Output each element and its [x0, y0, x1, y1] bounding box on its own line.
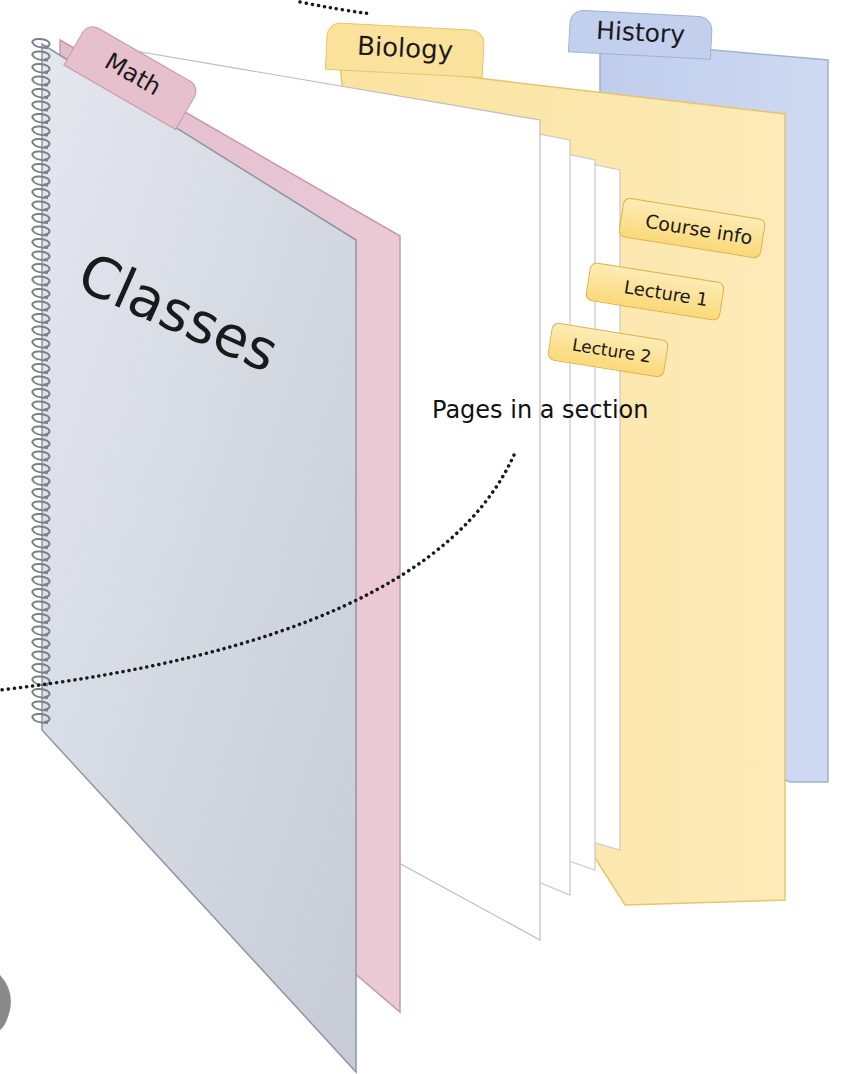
spiral-coil [32, 601, 49, 610]
spiral-coil [32, 351, 49, 360]
spiral-coil [32, 714, 49, 723]
spiral-coil [32, 114, 49, 123]
spiral-coil [32, 664, 49, 673]
spiral-coil [32, 389, 49, 398]
spiral-coil [32, 426, 49, 435]
spiral-coil [32, 676, 49, 685]
spiral-coil [32, 439, 49, 448]
spiral-coil [32, 276, 49, 285]
spiral-coil [32, 101, 49, 110]
spiral-coil [32, 151, 49, 160]
spiral-coil [32, 614, 49, 623]
callout-label: Pages in a section [432, 396, 649, 424]
spiral-coil [32, 89, 49, 98]
leader-dotted [300, 2, 372, 14]
cover [42, 44, 356, 1072]
spiral-coil [32, 626, 49, 635]
spiral-coil [32, 76, 49, 85]
spiral-coil [32, 551, 49, 560]
device-fragment [0, 975, 11, 1030]
spiral-coil [32, 301, 49, 310]
leader-dotted [0, 455, 514, 690]
spiral-coil [32, 564, 49, 573]
spiral-coil [32, 326, 49, 335]
spiral-coil [32, 139, 49, 148]
spiral-coil [32, 526, 49, 535]
spiral-coil [32, 164, 49, 173]
spiral-coil [32, 239, 49, 248]
tab-text: Biology [356, 31, 453, 66]
spiral-coil [32, 364, 49, 373]
spiral-coil [32, 214, 49, 223]
spiral-coil [32, 64, 49, 73]
spiral-coil [32, 651, 49, 660]
spiral-coil [32, 289, 49, 298]
spiral-coil [32, 514, 49, 523]
spiral-coil [32, 201, 49, 210]
tab-text: Lecture 1 [623, 276, 710, 310]
spiral-coil [32, 376, 49, 385]
spiral-coil [32, 489, 49, 498]
spiral-coil [32, 51, 49, 60]
spiral-coil [32, 264, 49, 273]
spiral-coil [32, 39, 49, 48]
spiral-coil [32, 126, 49, 135]
spiral-coil [32, 314, 49, 323]
spiral-coil [32, 689, 49, 698]
spiral-coil [32, 414, 49, 423]
spiral-coil [32, 576, 49, 585]
spiral-coil [32, 701, 49, 710]
spiral-coil [32, 539, 49, 548]
spiral-coil [32, 501, 49, 510]
spiral-coil [32, 251, 49, 260]
spiral-coil [32, 339, 49, 348]
spiral-coil [32, 189, 49, 198]
spiral-coil [32, 226, 49, 235]
tab-text: Lecture 2 [571, 335, 653, 367]
spiral-coil [32, 639, 49, 648]
tab-text: History [595, 15, 685, 49]
spiral-coil [32, 589, 49, 598]
section-tab: Biology [325, 22, 485, 78]
spiral-coil [32, 176, 49, 185]
spiral-binding [32, 39, 49, 723]
spiral-coil [32, 451, 49, 460]
tab-text: Course info [644, 210, 754, 249]
section-tab: History [567, 9, 712, 59]
spiral-coil [32, 464, 49, 473]
spiral-coil [32, 401, 49, 410]
spiral-coil [32, 476, 49, 485]
